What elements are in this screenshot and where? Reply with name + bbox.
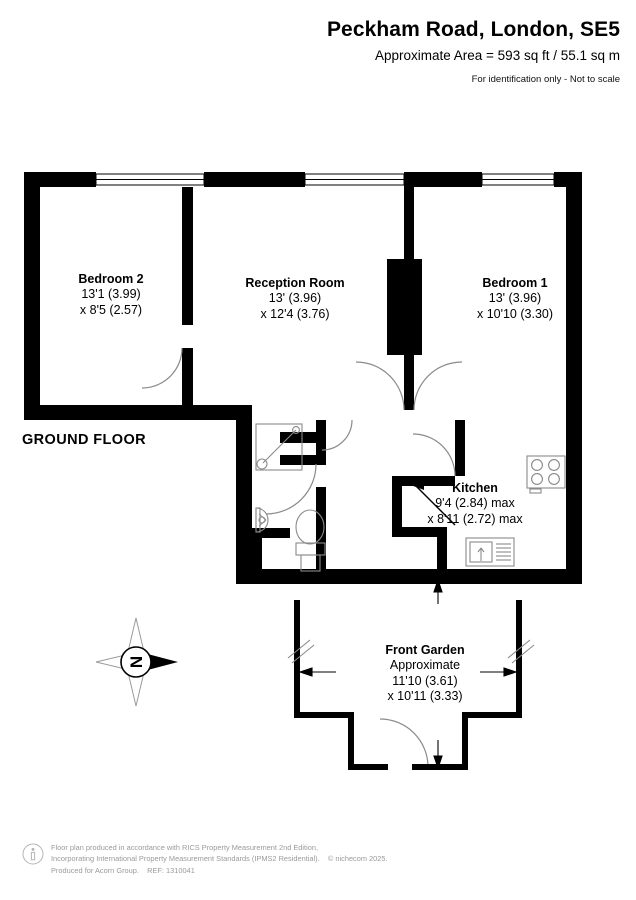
floor-level-label: GROUND FLOOR [22,432,147,448]
room-dimension: 9'4 (2.84) max [435,496,515,511]
shower-tray [255,423,303,471]
footer-line-3: Produced for Acorn Group. REF: 1310041 [51,865,388,876]
room-dimension: 13' (3.96) [268,291,322,306]
footer: Floor plan produced in accordance with R… [22,842,602,876]
room-dimension: x 12'4 (3.76) [260,306,330,321]
info-icon [22,843,44,865]
toilet [295,509,326,572]
footer-line-2-text: Incorporating International Property Mea… [51,854,320,864]
room-label-bedroom-1: Bedroom 1 13' (3.96) x 10'10 (3.30) [430,276,600,322]
footer-line-2: Incorporating International Property Mea… [51,853,388,864]
room-dimension: 13'1 (3.99) [81,287,141,302]
room-label-reception-room: Reception Room 13' (3.96) x 12'4 (3.76) [190,276,400,322]
area-summary: Approximate Area = 593 sq ft / 55.1 sq m [374,48,620,63]
compass-rose: N [95,617,178,707]
footer-line-1: Floor plan produced in accordance with R… [51,843,319,852]
door-swing [141,347,463,768]
compass-north-label: N [127,656,146,668]
exterior-walls [24,172,582,584]
room-dimension: x 10'10 (3.30) [476,306,554,321]
interior-walls [182,187,465,584]
footer-producer: Produced for Acorn Group. [51,865,139,875]
kitchen-sink [465,537,515,567]
wash-basin [255,507,269,533]
page-title: Peckham Road, London, SE5 [326,18,620,41]
room-name: Bedroom 2 [78,272,144,286]
footer-copyright: © nichecom 2025. [327,854,388,864]
room-name: Front Garden [385,643,465,657]
kitchen-pointer [392,478,456,526]
room-dimension: 13' (3.96) [488,291,542,306]
room-name: Kitchen [452,481,498,495]
boundary-break-marks [287,639,535,664]
room-dimension: x 10'11 (3.33) [387,688,463,703]
room-label-front-garden: Front Garden Approximate 11'10 (3.61) x … [340,643,510,704]
room-name: Bedroom 1 [482,276,548,290]
dimension-arrow [298,578,518,770]
room-dimension: x 8'5 (2.57) [79,302,143,317]
room-name: Reception Room [245,276,345,290]
hob [526,455,566,494]
room-dimension: x 8'11 (2.72) max [427,511,523,526]
room-approximate-note: Approximate [389,658,461,673]
footer-text: Floor plan produced in accordance with R… [51,842,388,876]
room-dimension: 11'10 (3.61) [392,673,458,688]
window [95,173,555,186]
footer-ref: REF: 1310041 [147,865,195,875]
disclaimer-note: For identification only - Not to scale [471,74,620,85]
room-label-bedroom-2: Bedroom 2 13'1 (3.99) x 8'5 (2.57) [36,272,186,318]
room-label-kitchen: Kitchen 9'4 (2.84) max x 8'11 (2.72) max [390,481,560,527]
